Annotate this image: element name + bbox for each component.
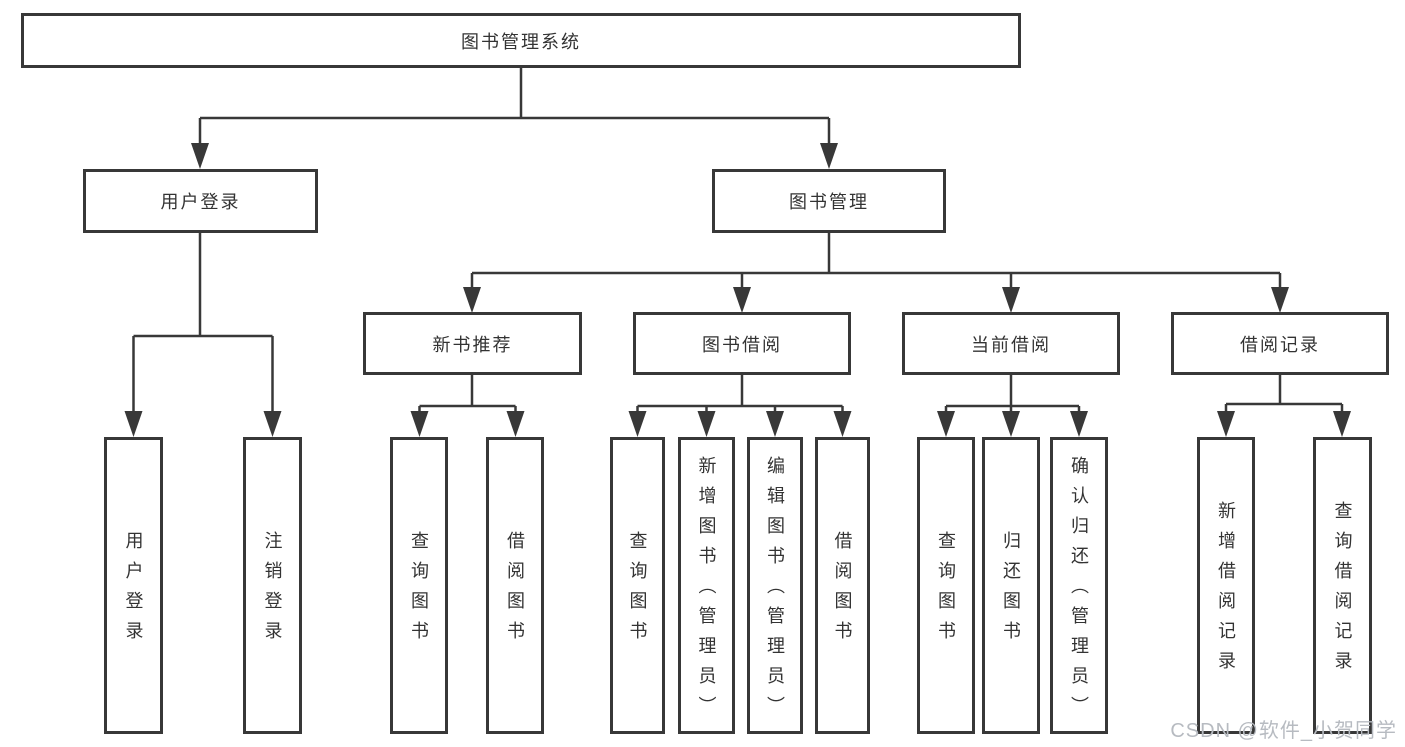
- node-book-borrow: 图书借阅: [633, 312, 851, 375]
- leaf-confirm-return-admin: 确认归还（管理员）: [1050, 437, 1108, 734]
- leaf-user-login-label: 用户登录: [123, 530, 144, 651]
- connector-current-borrow-to-leaves: [937, 375, 1088, 437]
- leaf-logout: 注销登录: [243, 437, 302, 734]
- node-current-borrow: 当前借阅: [902, 312, 1120, 375]
- connector-book-borrow-to-leaves: [628, 375, 852, 437]
- node-new-book-recommend: 新书推荐: [363, 312, 582, 375]
- node-book-management-label: 图书管理: [789, 192, 869, 212]
- leaf-confirm-return-admin-label: 确认归还（管理员）: [1069, 455, 1089, 726]
- node-current-borrow-label: 当前借阅: [971, 334, 1051, 355]
- leaf-borrow-books: 借阅图书: [815, 437, 870, 734]
- leaf-user-login: 用户登录: [104, 437, 163, 734]
- node-root-label: 图书管理系统: [461, 31, 581, 52]
- node-user-login: 用户登录: [83, 169, 318, 233]
- leaf-query-books-current-label: 查询图书: [936, 530, 956, 651]
- connector-borrow-records-to-leaves: [1217, 375, 1351, 437]
- leaf-query-borrow-record-label: 查询借阅记录: [1332, 500, 1353, 681]
- leaf-query-books-recommend-label: 查询图书: [409, 530, 429, 651]
- connector-new-book-recommend-to-leaves: [410, 375, 525, 437]
- leaf-edit-books-admin-label: 编辑图书（管理员）: [765, 455, 785, 726]
- leaf-logout-label: 注销登录: [262, 530, 283, 651]
- node-borrow-records-label: 借阅记录: [1240, 334, 1320, 355]
- leaf-query-books-borrow: 查询图书: [610, 437, 665, 734]
- leaf-return-books: 归还图书: [982, 437, 1040, 734]
- leaf-add-borrow-record: 新增借阅记录: [1197, 437, 1255, 734]
- leaf-borrow-books-label: 借阅图书: [832, 530, 853, 651]
- leaf-add-books-admin-label: 新增图书（管理员）: [696, 455, 717, 726]
- connector-root-to-level2: [191, 68, 838, 169]
- node-new-book-recommend-label: 新书推荐: [432, 334, 513, 355]
- leaf-return-books-label: 归还图书: [1001, 530, 1021, 651]
- leaf-query-books-current: 查询图书: [917, 437, 975, 734]
- leaf-query-books-borrow-label: 查询图书: [627, 530, 648, 651]
- node-book-borrow-label: 图书借阅: [702, 334, 782, 355]
- leaf-add-books-admin: 新增图书（管理员）: [678, 437, 735, 734]
- leaf-borrow-books-recommend-label: 借阅图书: [505, 530, 525, 651]
- leaf-query-borrow-record: 查询借阅记录: [1313, 437, 1372, 734]
- leaf-add-borrow-record-label: 新增借阅记录: [1216, 500, 1236, 681]
- node-user-login-label: 用户登录: [160, 192, 241, 212]
- leaf-borrow-books-recommend: 借阅图书: [486, 437, 544, 734]
- connector-user-login-to-leaves: [124, 233, 282, 437]
- csdn-watermark: CSDN @软件_小贺同学: [1170, 720, 1397, 742]
- node-book-management: 图书管理: [712, 169, 946, 233]
- leaf-edit-books-admin: 编辑图书（管理员）: [747, 437, 803, 734]
- node-borrow-records: 借阅记录: [1171, 312, 1389, 375]
- connector-book-management-to-level3: [463, 233, 1289, 313]
- leaf-query-books-recommend: 查询图书: [390, 437, 448, 734]
- node-root-library-system: 图书管理系统: [21, 13, 1021, 68]
